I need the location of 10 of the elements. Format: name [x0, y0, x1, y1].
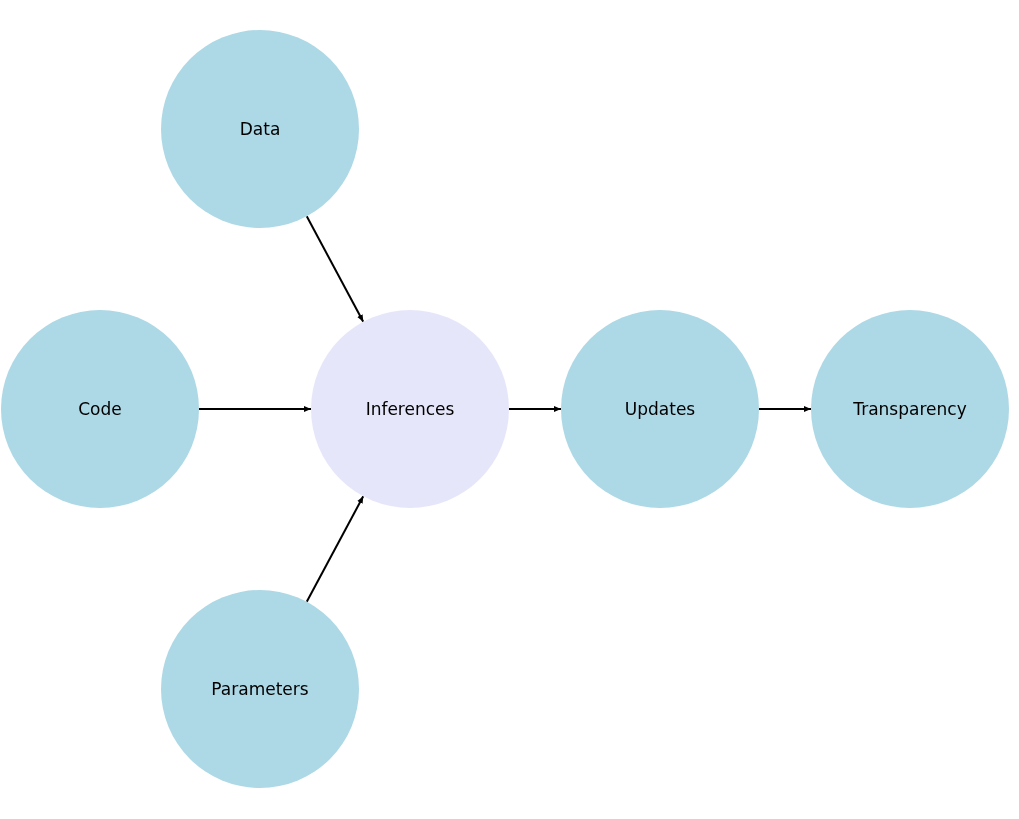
node-label: Transparency	[853, 399, 967, 419]
node-label: Data	[239, 119, 281, 139]
arrow	[508, 406, 562, 412]
node-label: Parameters	[211, 679, 309, 699]
arrow	[198, 406, 312, 412]
node-label: Updates	[624, 399, 696, 419]
node-label: Inferences	[365, 399, 455, 419]
arrow	[305, 495, 365, 603]
arrow	[305, 215, 365, 323]
node-label: Code	[78, 399, 122, 419]
